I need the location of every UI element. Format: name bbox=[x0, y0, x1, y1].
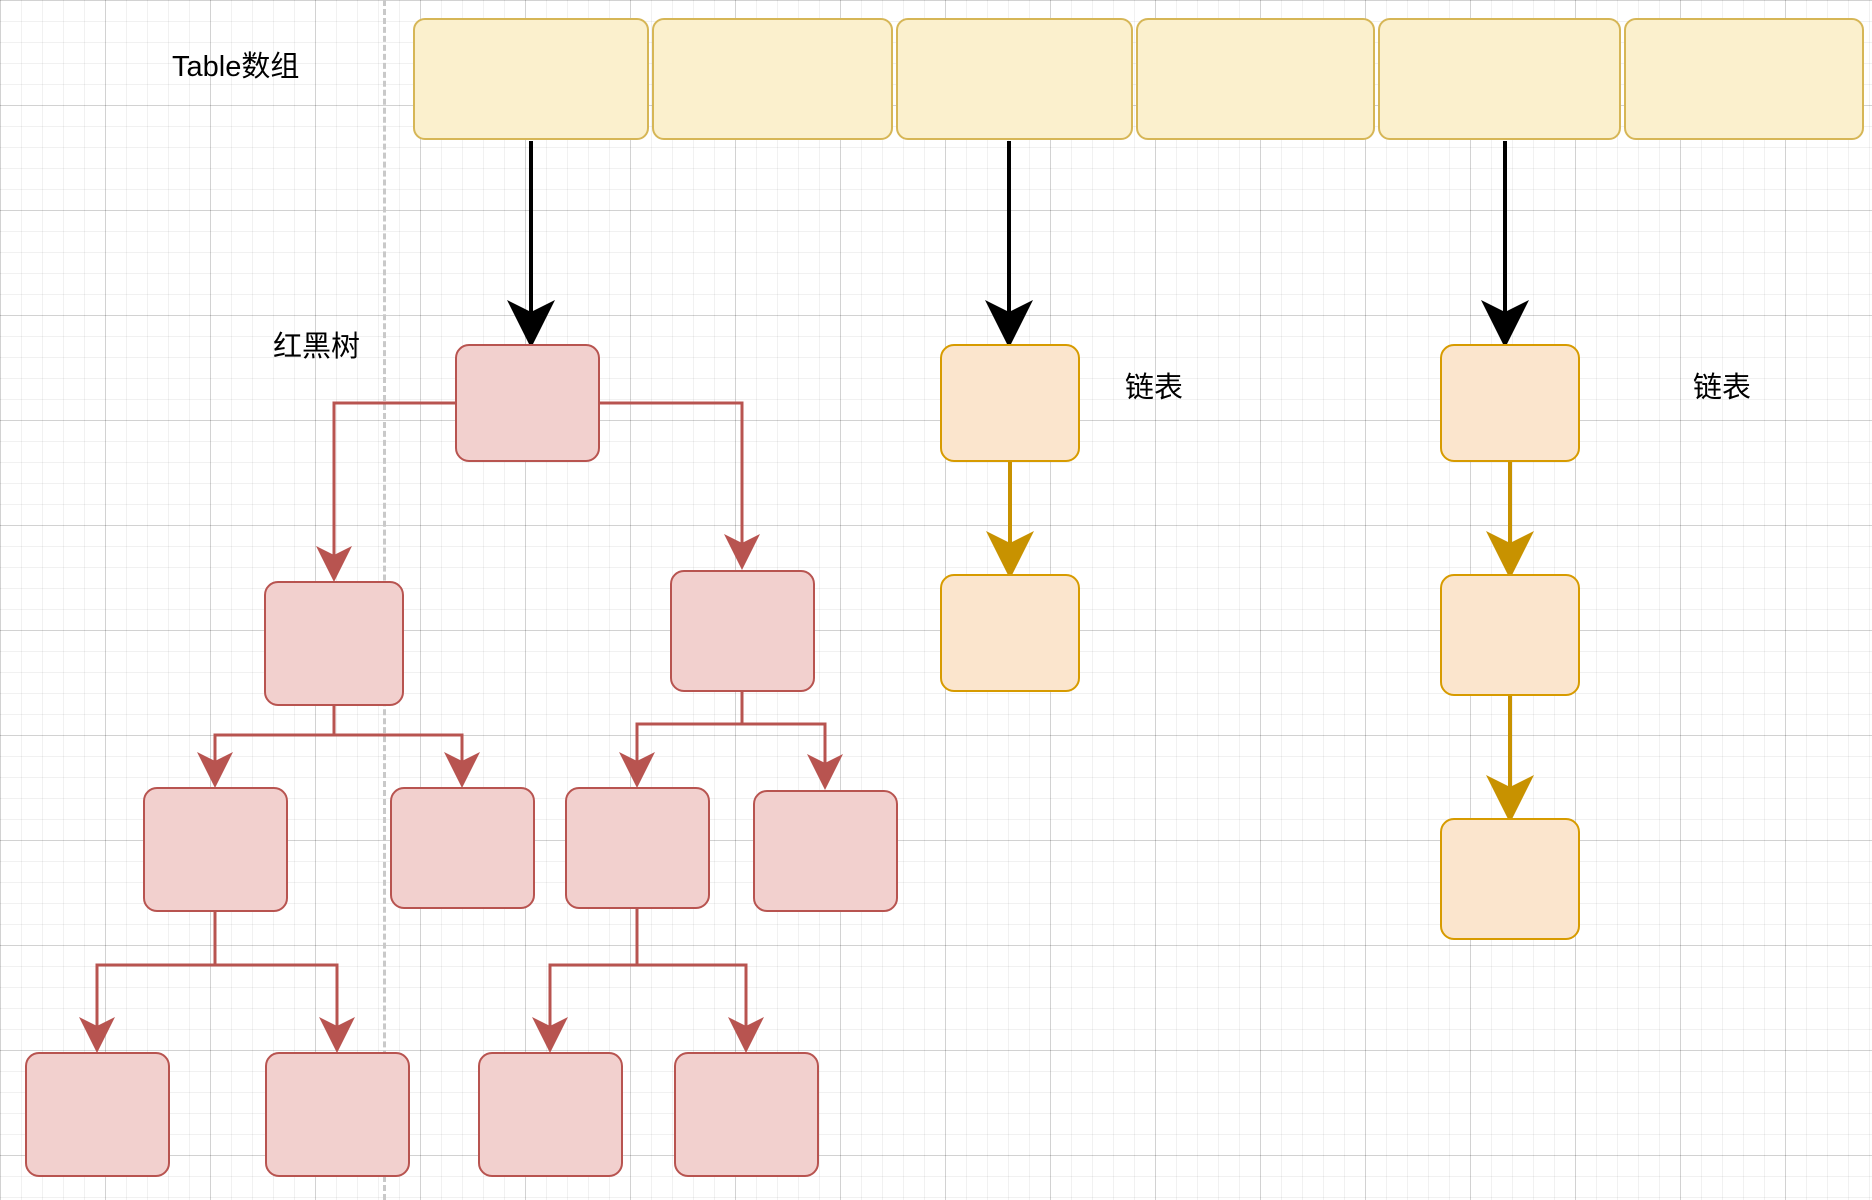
table-cell-0[interactable] bbox=[413, 18, 649, 140]
tree-node-r2a[interactable] bbox=[565, 787, 710, 909]
table-cell-5[interactable] bbox=[1624, 18, 1864, 140]
table-cell-1[interactable] bbox=[652, 18, 893, 140]
tree-node-l1[interactable] bbox=[264, 581, 404, 706]
tree-node-l3b[interactable] bbox=[265, 1052, 410, 1177]
table-cell-4[interactable] bbox=[1378, 18, 1621, 140]
tree-node-r2b[interactable] bbox=[753, 790, 898, 912]
tree-node-l2b[interactable] bbox=[390, 787, 535, 909]
red-black-tree-label: 红黑树 bbox=[273, 331, 361, 363]
list1-node-0[interactable] bbox=[940, 344, 1080, 462]
list2-node-0[interactable] bbox=[1440, 344, 1580, 462]
linked-list-label-1: 链表 bbox=[1125, 372, 1184, 404]
tree-node-root[interactable] bbox=[455, 344, 600, 462]
tree-edge-group bbox=[79, 401, 843, 1053]
bucket-arrow-group bbox=[507, 141, 1529, 348]
table-cell-2[interactable] bbox=[896, 18, 1133, 140]
tree-node-l3a[interactable] bbox=[25, 1052, 170, 1177]
tree-node-l2a[interactable] bbox=[143, 787, 288, 912]
table-cell-3[interactable] bbox=[1136, 18, 1375, 140]
linked-list-label-2: 链表 bbox=[1693, 372, 1752, 404]
list2-node-1[interactable] bbox=[1440, 574, 1580, 696]
list2-node-2[interactable] bbox=[1440, 818, 1580, 940]
tree-node-r3a[interactable] bbox=[478, 1052, 623, 1177]
tree-node-r1[interactable] bbox=[670, 570, 815, 692]
tree-node-r3b[interactable] bbox=[674, 1052, 819, 1177]
list1-node-1[interactable] bbox=[940, 574, 1080, 692]
table-array-label: Table数组 bbox=[172, 51, 300, 83]
list-edge-group bbox=[986, 462, 1534, 823]
